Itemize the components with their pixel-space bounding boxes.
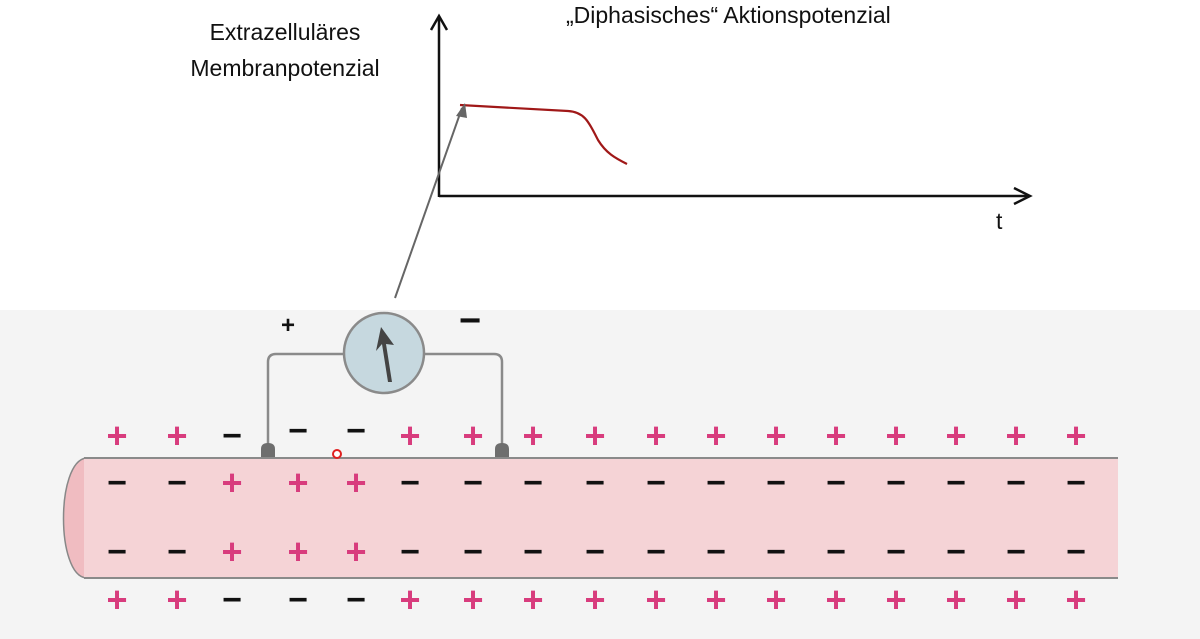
minus-sign-outer-top: − — [346, 412, 366, 450]
plus-sign-outer-bottom: + — [1005, 579, 1027, 620]
plus-sign-outer-bottom: + — [645, 579, 667, 620]
minus-sign-inner-top: − — [646, 464, 666, 502]
axon-end-cap — [62, 457, 87, 579]
plus-sign-outer-top: + — [166, 415, 188, 456]
electrode-minus-label: − — [459, 300, 482, 342]
plus-sign-inner-top: + — [221, 462, 243, 503]
minus-sign-inner-bottom: − — [400, 533, 420, 571]
plus-sign-outer-top: + — [399, 415, 421, 456]
minus-sign-inner-bottom: − — [886, 533, 906, 571]
minus-sign-inner-top: − — [585, 464, 605, 502]
voltmeter-needle-icon — [376, 327, 394, 382]
plus-sign-outer-top: + — [885, 415, 907, 456]
plus-sign-outer-bottom: + — [885, 579, 907, 620]
plus-sign-outer-top: + — [705, 415, 727, 456]
plus-sign-outer-bottom: + — [462, 579, 484, 620]
minus-sign-inner-bottom: − — [826, 533, 846, 571]
plus-sign-outer-bottom: + — [522, 579, 544, 620]
plus-sign-inner-bottom: + — [221, 531, 243, 572]
minus-sign-inner-top: − — [523, 464, 543, 502]
minus-sign-inner-top: − — [107, 464, 127, 502]
plus-sign-outer-top: + — [584, 415, 606, 456]
plus-sign-outer-bottom: + — [945, 579, 967, 620]
electrode-plus-label: + — [281, 312, 296, 339]
minus-sign-inner-top: − — [886, 464, 906, 502]
minus-sign-inner-top: − — [826, 464, 846, 502]
potential-trace — [459, 103, 628, 165]
minus-sign-outer-bottom: − — [288, 581, 308, 619]
minus-sign-inner-top: − — [1066, 464, 1086, 502]
circuit-wire-right — [424, 352, 504, 449]
circuit-wire-left — [266, 352, 344, 449]
plus-sign-outer-bottom: + — [1065, 579, 1087, 620]
plus-sign-inner-top: + — [287, 462, 309, 503]
plus-sign-outer-top: + — [1065, 415, 1087, 456]
minus-sign-inner-bottom: − — [766, 533, 786, 571]
minus-sign-inner-bottom: − — [107, 533, 127, 571]
minus-sign-inner-bottom: − — [1006, 533, 1026, 571]
minus-sign-inner-top: − — [946, 464, 966, 502]
y-axis-label: Extrazelluläres Membranpotenzial — [190, 19, 380, 81]
minus-sign-inner-bottom: − — [646, 533, 666, 571]
minus-sign-inner-top: − — [766, 464, 786, 502]
minus-sign-inner-top: − — [400, 464, 420, 502]
x-axis-label: t — [996, 208, 1003, 234]
plus-sign-outer-bottom: + — [825, 579, 847, 620]
plus-sign-inner-bottom: + — [287, 531, 309, 572]
minus-sign-inner-bottom: − — [1066, 533, 1086, 571]
plus-sign-outer-top: + — [645, 415, 667, 456]
voltmeter — [342, 311, 426, 395]
minus-sign-outer-top: − — [222, 417, 242, 455]
minus-sign-inner-bottom: − — [946, 533, 966, 571]
plus-sign-outer-bottom: + — [166, 579, 188, 620]
plus-sign-outer-top: + — [945, 415, 967, 456]
minus-sign-inner-top: − — [463, 464, 483, 502]
plus-sign-outer-top: + — [765, 415, 787, 456]
minus-sign-inner-top: − — [1006, 464, 1026, 502]
plus-sign-outer-top: + — [522, 415, 544, 456]
y-axis-arrowhead — [429, 13, 449, 31]
minus-sign-inner-top: − — [167, 464, 187, 502]
electrode-left — [261, 443, 275, 457]
minus-sign-inner-bottom: − — [463, 533, 483, 571]
pointer-line — [394, 107, 463, 299]
minus-sign-inner-bottom: − — [167, 533, 187, 571]
plus-sign-outer-top: + — [825, 415, 847, 456]
minus-sign-outer-bottom: − — [222, 581, 242, 619]
minus-sign-inner-bottom: − — [523, 533, 543, 571]
plus-sign-outer-bottom: + — [705, 579, 727, 620]
plus-sign-outer-top: + — [106, 415, 128, 456]
plus-sign-inner-bottom: + — [345, 531, 367, 572]
pointer-arrowhead — [456, 103, 467, 118]
plus-sign-outer-bottom: + — [106, 579, 128, 620]
minus-sign-inner-bottom: − — [706, 533, 726, 571]
plus-sign-inner-top: + — [345, 462, 367, 503]
electrode-right — [495, 443, 509, 457]
plus-sign-outer-top: + — [1005, 415, 1027, 456]
plus-sign-outer-bottom: + — [765, 579, 787, 620]
chart-title: „Diphasisches“ Aktionspotenzial — [566, 2, 891, 28]
plus-sign-outer-bottom: + — [399, 579, 421, 620]
plus-sign-outer-top: + — [462, 415, 484, 456]
minus-sign-outer-bottom: − — [346, 581, 366, 619]
minus-sign-inner-bottom: − — [585, 533, 605, 571]
minus-sign-inner-top: − — [706, 464, 726, 502]
plus-sign-outer-bottom: + — [584, 579, 606, 620]
minus-sign-outer-top: − — [288, 412, 308, 450]
x-axis-arrowhead — [1013, 186, 1033, 206]
stimulus-marker — [332, 449, 342, 459]
axon-membrane — [84, 458, 1118, 578]
